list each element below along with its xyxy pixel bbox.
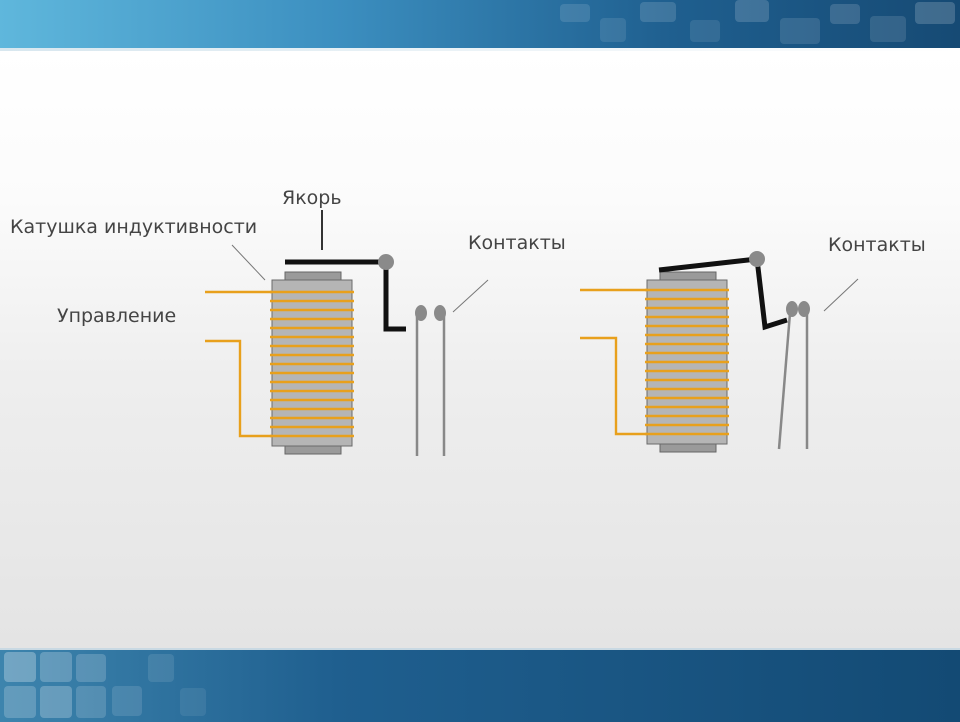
- contact-tip: [415, 305, 427, 321]
- relay-closed: [580, 251, 859, 453]
- decor-square: [560, 4, 590, 22]
- armature-arm: [383, 262, 406, 332]
- leader-contacts: [452, 279, 489, 313]
- decor-square: [915, 2, 955, 24]
- leader-coil: [231, 244, 266, 281]
- contacts-closed: [777, 312, 809, 450]
- core-top-cap: [284, 271, 342, 281]
- core-bottom-cap: [284, 445, 342, 455]
- decor-square: [180, 688, 206, 716]
- decor-square: [40, 652, 72, 682]
- decor-square: [4, 686, 36, 718]
- leader-contacts: [823, 278, 859, 312]
- contact-tip: [786, 301, 798, 317]
- header-band: [0, 0, 960, 48]
- armature-bar: [658, 256, 758, 273]
- contact-tip: [434, 305, 446, 321]
- label-contacts-left: Контакты: [468, 232, 566, 254]
- decor-square: [780, 18, 820, 44]
- decor-square: [735, 0, 769, 22]
- decor-square: [640, 2, 676, 22]
- decor-square: [4, 652, 36, 682]
- decor-square: [112, 686, 142, 716]
- control-wire-bottom: [580, 336, 647, 436]
- coil-windings: [645, 288, 729, 436]
- decor-square: [600, 18, 626, 42]
- decor-square: [76, 654, 106, 682]
- core-top-cap: [659, 271, 717, 281]
- contacts-open: [415, 317, 446, 456]
- decor-square: [830, 4, 860, 24]
- decor-square: [76, 686, 106, 718]
- contact-tip: [798, 301, 810, 317]
- header-divider: [0, 48, 960, 51]
- core-bottom-cap: [659, 443, 717, 453]
- footer-band: [0, 648, 960, 722]
- decor-square: [870, 16, 906, 42]
- decor-square: [690, 20, 720, 42]
- control-wire-bottom: [205, 339, 272, 438]
- decor-square: [148, 654, 174, 682]
- slide-body: [0, 51, 960, 648]
- label-armature: Якорь: [282, 187, 342, 209]
- armature-arm: [754, 258, 788, 331]
- relay-open: [205, 210, 489, 456]
- label-contacts-right: Контакты: [828, 234, 926, 256]
- label-control: Управление: [57, 305, 176, 327]
- armature-pivot: [378, 254, 394, 270]
- decor-square: [40, 686, 72, 718]
- coil-windings: [270, 290, 354, 438]
- label-coil: Катушка индуктивности: [10, 216, 257, 238]
- armature-pivot: [749, 251, 765, 267]
